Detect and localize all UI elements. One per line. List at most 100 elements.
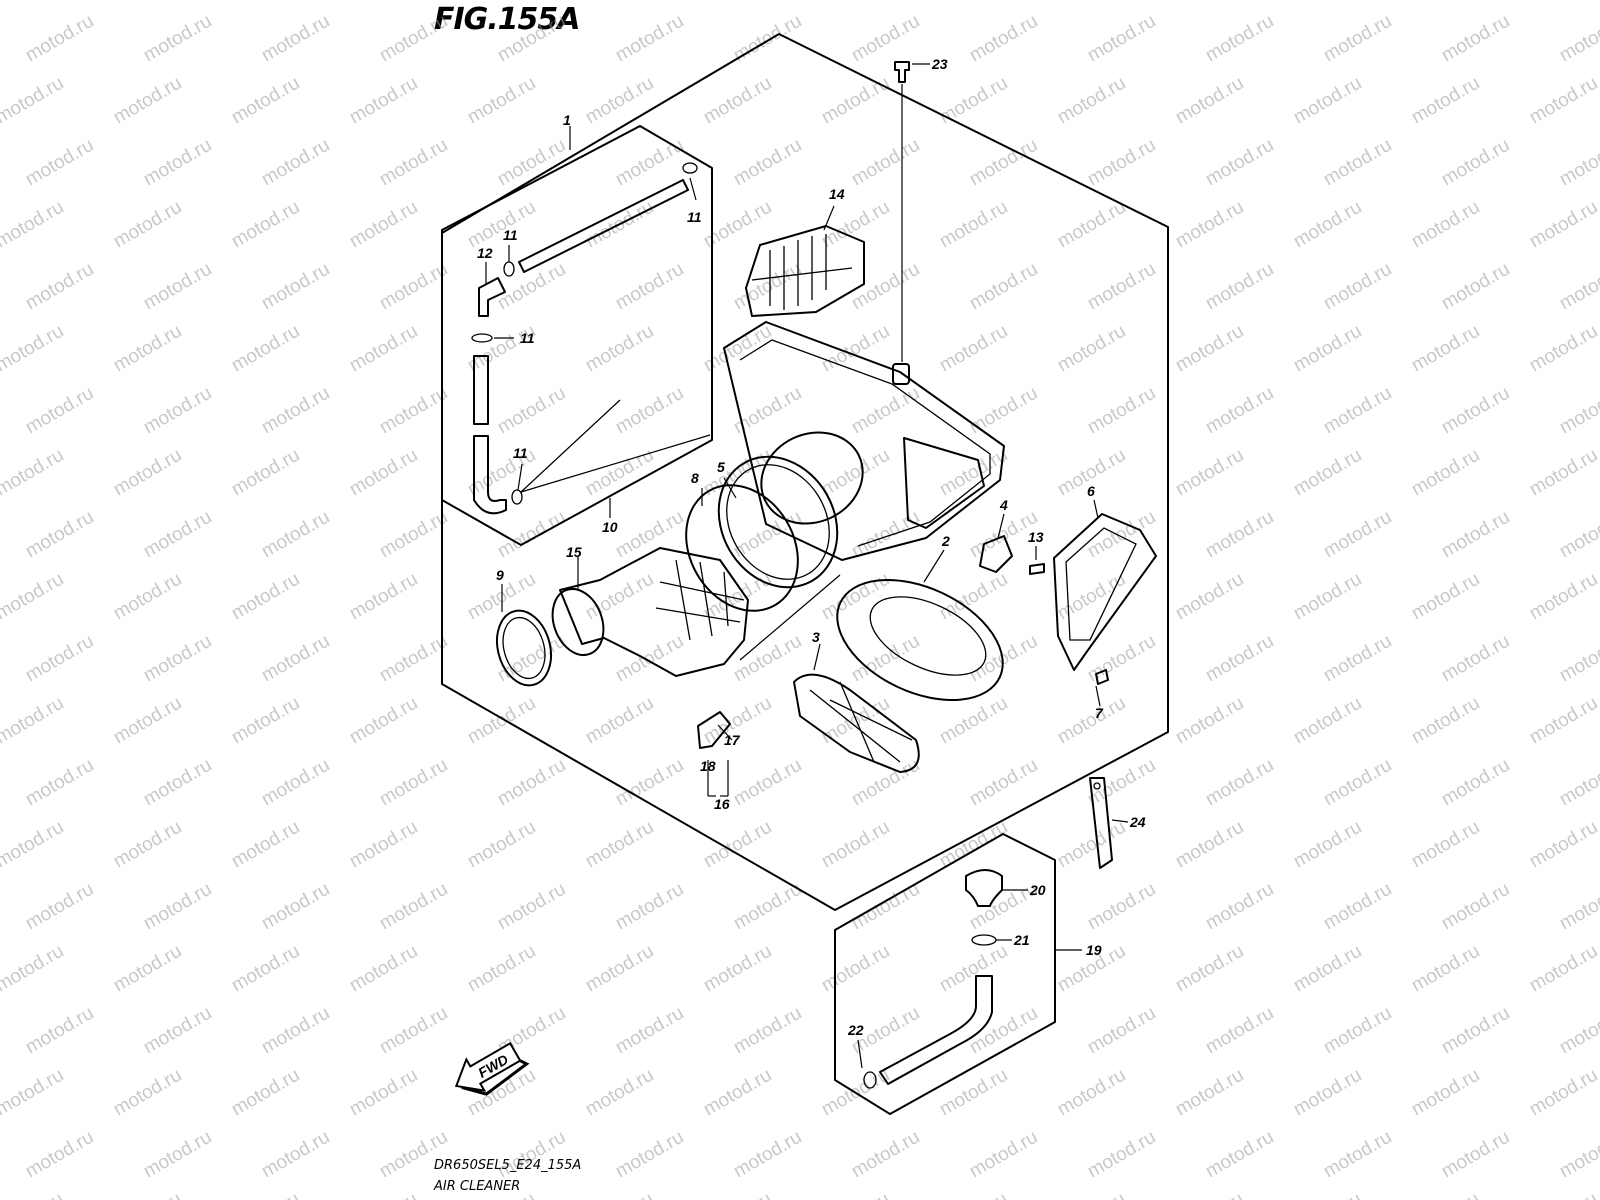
- watermark-text: motod.ru: [1408, 941, 1483, 997]
- watermark-text: motod.ru: [1526, 817, 1600, 873]
- callout-label: 21: [1013, 932, 1030, 948]
- watermark-text: motod.ru: [700, 941, 775, 997]
- watermark-text: motod.ru: [0, 73, 67, 129]
- watermark-text: motod.ru: [1084, 11, 1159, 67]
- watermark-text: motod.ru: [1290, 445, 1365, 501]
- watermark-text: motod.ru: [0, 569, 67, 625]
- watermark-text: motod.ru: [464, 197, 539, 253]
- seal-ring: [685, 484, 799, 612]
- watermark-text: motod.ru: [1556, 383, 1600, 439]
- watermark-text: motod.ru: [1556, 755, 1600, 811]
- screw: [1095, 669, 1109, 685]
- watermark-text: motod.ru: [1408, 693, 1483, 749]
- watermark-text: motod.ru: [1202, 11, 1277, 67]
- watermark-text: motod.ru: [140, 631, 215, 687]
- watermark-text: motod.ru: [258, 1127, 333, 1183]
- element-cage: [793, 673, 920, 773]
- watermark-text: motod.ru: [376, 879, 451, 935]
- watermark-text: motod.ru: [1202, 1127, 1277, 1183]
- watermark-text: motod.ru: [1438, 135, 1513, 191]
- watermark-text: motod.ru: [140, 1127, 215, 1183]
- watermark-text: motod.ru: [1172, 569, 1247, 625]
- callout-label: 8: [691, 470, 699, 486]
- watermark-text: motod.ru: [376, 631, 451, 687]
- watermark-text: motod.ru: [1084, 507, 1159, 563]
- watermark-text: motod.ru: [582, 817, 657, 873]
- watermark-text: motod.ru: [22, 1003, 97, 1059]
- watermark-text: motod.ru: [1526, 1065, 1600, 1121]
- watermark-text: motod.ru: [1320, 11, 1395, 67]
- mounting-bolt: [894, 61, 910, 83]
- watermark-text: motod.ru: [1408, 445, 1483, 501]
- watermark-text: motod.ru: [346, 1189, 421, 1200]
- watermark-text: motod.ru: [1556, 135, 1600, 191]
- watermark-text: motod.ru: [1054, 73, 1129, 129]
- watermark-text: motod.ru: [1202, 507, 1277, 563]
- screw: [1029, 563, 1045, 575]
- watermark-text: motod.ru: [228, 0, 303, 4]
- watermark-text: motod.ru: [258, 879, 333, 935]
- air-cleaner-case: [723, 321, 1005, 561]
- watermark-text: motod.ru: [1320, 879, 1395, 935]
- watermark-text: motod.ru: [494, 11, 569, 67]
- watermark-text: motod.ru: [110, 0, 185, 4]
- watermark-text: motod.ru: [1320, 1003, 1395, 1059]
- watermark-text: motod.ru: [464, 73, 539, 129]
- watermark-text: motod.ru: [376, 11, 451, 67]
- callout-label: 11: [520, 330, 535, 346]
- watermark-text: motod.ru: [464, 693, 539, 749]
- callout-label: 5: [717, 459, 725, 475]
- watermark-text: motod.ru: [110, 693, 185, 749]
- watermark-text: motod.ru: [346, 73, 421, 129]
- callout-label: 9: [496, 567, 504, 583]
- watermark-text: motod.ru: [936, 817, 1011, 873]
- watermark-text: motod.ru: [818, 0, 893, 4]
- watermark-text: motod.ru: [612, 1127, 687, 1183]
- watermark-text: motod.ru: [1054, 817, 1129, 873]
- watermark-text: motod.ru: [730, 259, 805, 315]
- watermark-text: motod.ru: [700, 1189, 775, 1200]
- watermark-text: motod.ru: [494, 259, 569, 315]
- strap-hole: [1093, 782, 1101, 790]
- watermark-text: motod.ru: [1320, 259, 1395, 315]
- watermark-text: motod.ru: [1172, 941, 1247, 997]
- watermark-text: motod.ru: [140, 383, 215, 439]
- side-cover-inner: [1065, 527, 1137, 641]
- forward-arrow-icon: [454, 1041, 522, 1092]
- watermark-text: motod.ru: [848, 631, 923, 687]
- watermark-text: motod.ru: [1438, 1127, 1513, 1183]
- watermark-text: motod.ru: [1172, 693, 1247, 749]
- callout-label: 13: [1028, 529, 1044, 545]
- watermark-text: motod.ru: [1172, 73, 1247, 129]
- breather-hose-box: [441, 125, 713, 546]
- watermark-text: motod.ru: [0, 1065, 67, 1121]
- watermark-text: motod.ru: [1438, 879, 1513, 935]
- watermark-text: motod.ru: [1556, 259, 1600, 315]
- watermark-text: motod.ru: [258, 383, 333, 439]
- watermark-text: motod.ru: [228, 569, 303, 625]
- watermark-text: motod.ru: [140, 755, 215, 811]
- leader-lines: [485, 63, 1129, 1069]
- watermark-text: motod.ru: [1526, 941, 1600, 997]
- retaining-strap: [1089, 777, 1113, 869]
- watermark-text: motod.ru: [818, 817, 893, 873]
- watermark-text: motod.ru: [0, 817, 67, 873]
- filter-screen-inner: [726, 464, 830, 580]
- watermark-text: motod.ru: [258, 11, 333, 67]
- diagram-caption: AIR CLEANER: [434, 1179, 521, 1194]
- watermark-text: motod.ru: [818, 73, 893, 129]
- watermark-text: motod.ru: [1438, 1003, 1513, 1059]
- watermark-text: motod.ru: [582, 73, 657, 129]
- watermark-text: motod.ru: [1290, 817, 1365, 873]
- air-filter-element-inner: [869, 596, 987, 676]
- watermark-text: motod.ru: [258, 631, 333, 687]
- watermark-text: motod.ru: [258, 1003, 333, 1059]
- watermark-text: motod.ru: [346, 0, 421, 4]
- watermark-text: motod.ru: [228, 1189, 303, 1200]
- intake-pipe: [559, 547, 749, 677]
- watermark-text: motod.ru: [848, 1127, 923, 1183]
- watermark-text: motod.ru: [110, 1065, 185, 1121]
- watermark-text: motod.ru: [1408, 569, 1483, 625]
- watermark-text: motod.ru: [1408, 817, 1483, 873]
